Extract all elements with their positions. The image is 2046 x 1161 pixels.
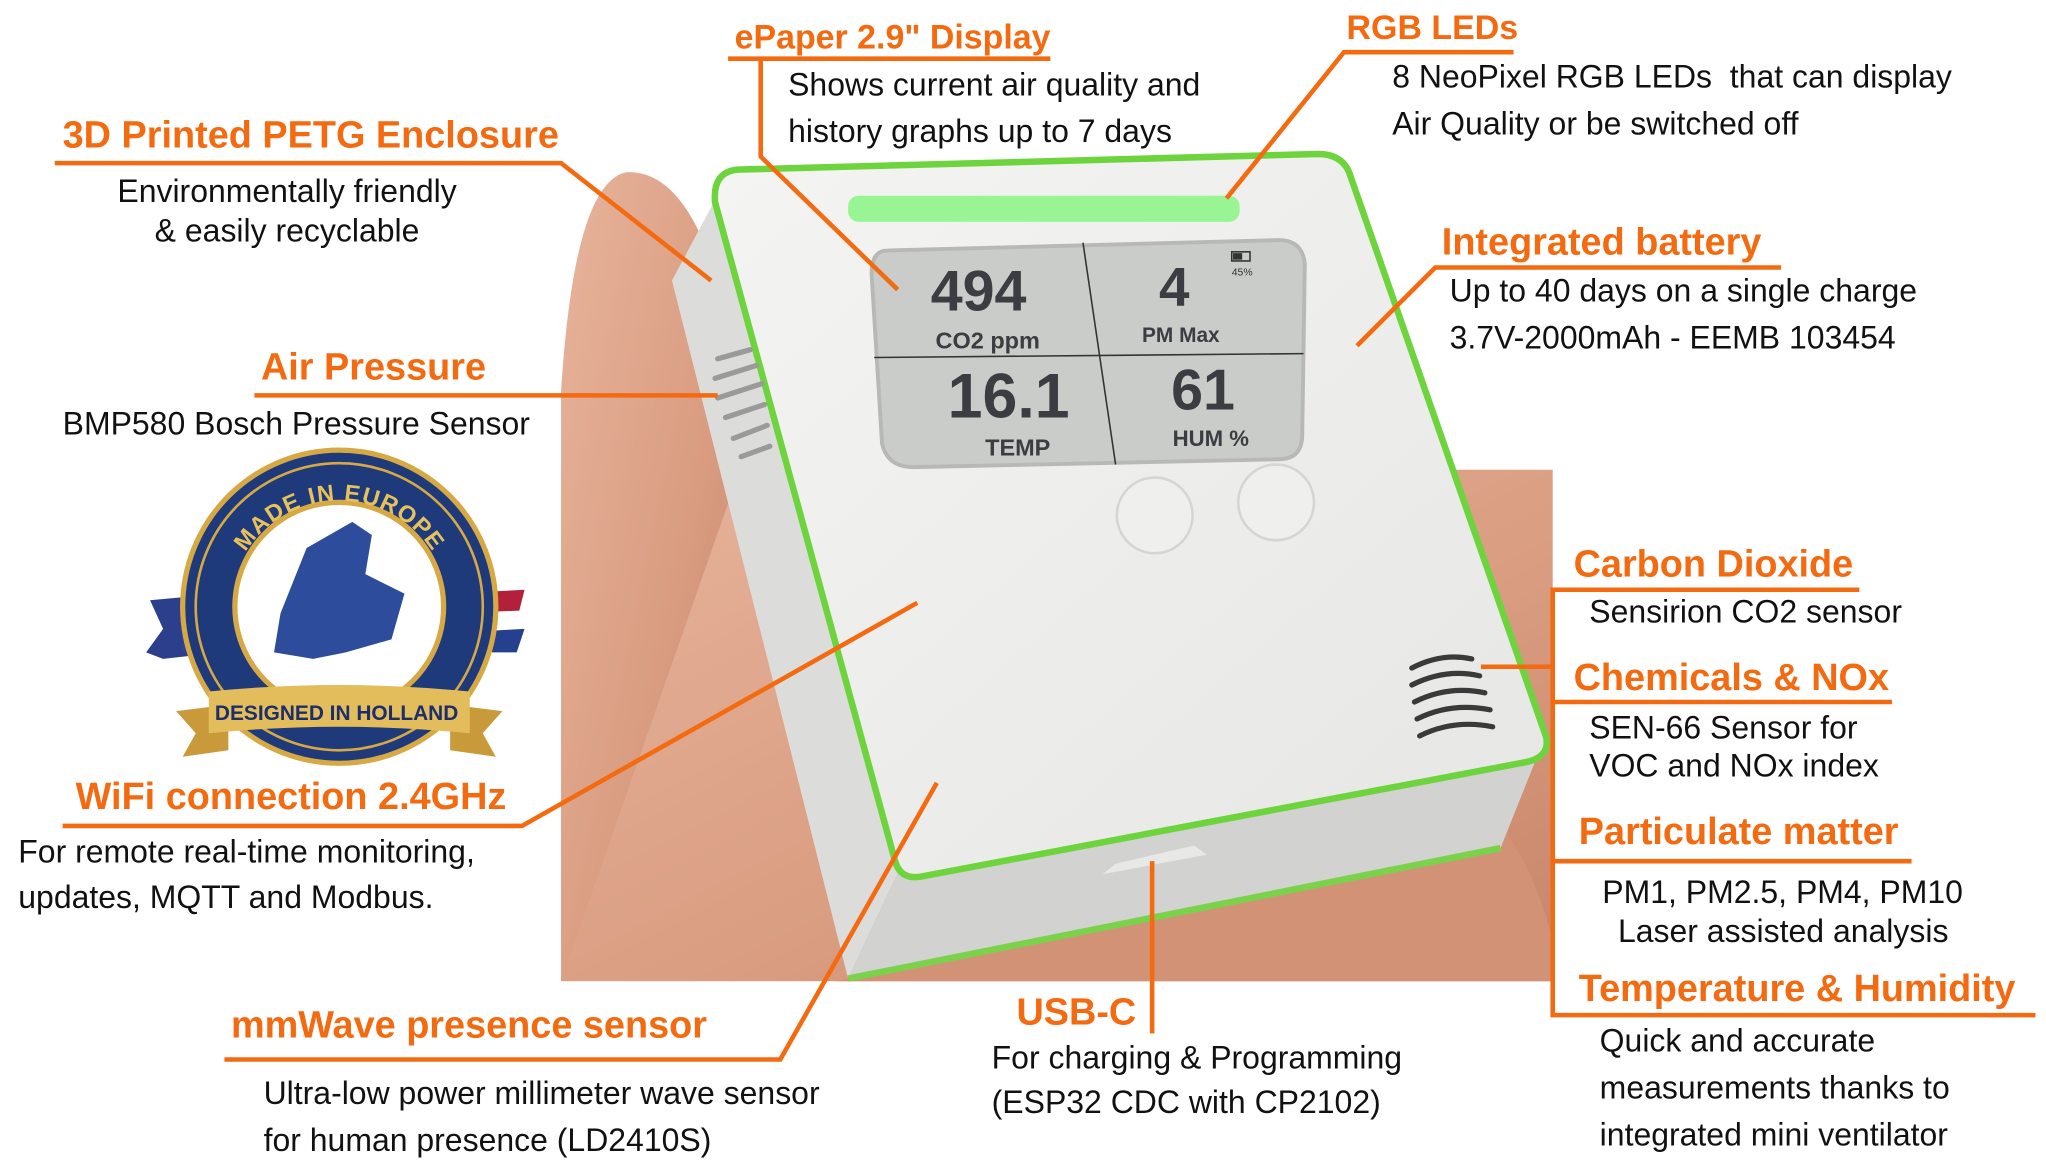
badge-ribbon-text: DESIGNED IN HOLLAND (215, 702, 458, 725)
hum-value: 61 (1171, 359, 1235, 423)
usb-c-port (1102, 845, 1207, 875)
hum-label: HUM % (1173, 426, 1250, 451)
rgb-led-bar (848, 195, 1240, 222)
europe-map (274, 521, 405, 659)
epaper-desc-1: Shows current air quality and (788, 67, 1201, 104)
temphum-desc-3: integrated mini ventilator (1599, 1118, 1948, 1154)
enclosure-desc-1: Environmentally friendly (117, 174, 457, 211)
button-left (1115, 476, 1194, 555)
epaper-title: ePaper 2.9" Display (734, 16, 1051, 57)
mmwave-desc-2: for human presence (LD2410S) (263, 1123, 712, 1159)
pressure-title: Air Pressure (260, 347, 487, 389)
nox-desc-2: VOC and NOx index (1589, 748, 1879, 785)
temp-value: 16.1 (948, 362, 1070, 432)
epaper-display: 494 CO2 ppm 4 PM Max 16.1 TEMP 61 HUM % … (869, 238, 1307, 470)
pm-desc-2: Laser assisted analysis (1617, 914, 1949, 950)
battery-icon (1230, 251, 1251, 262)
temp-label: TEMP (985, 434, 1050, 460)
battery-percent: 45% (1232, 267, 1253, 278)
air-quality-device: 494 CO2 ppm 4 PM Max 16.1 TEMP 61 HUM % … (671, 150, 1550, 982)
wifi-desc-1: For remote real-time monitoring, (18, 835, 475, 871)
made-in-europe-badge: MADE IN EUROPE DESIGNED IN HOLLAND (146, 447, 528, 766)
enclosure-desc-2: & easily recyclable (154, 213, 420, 250)
mmwave-desc-1: Ultra-low power millimeter wave sensor (263, 1076, 820, 1112)
wifi-title: WiFi connection 2.4GHz (75, 776, 507, 819)
pm-value: 4 (1159, 255, 1190, 317)
pm-title: Particulate matter (1578, 811, 1899, 854)
left-vent (712, 347, 773, 460)
battery-desc-2: 3.7V-2000mAh - EEMB 103454 (1449, 320, 1896, 357)
epaper-desc-2: history graphs up to 7 days (788, 114, 1172, 151)
temphum-desc-1: Quick and accurate (1599, 1024, 1876, 1060)
temphum-title: Temperature & Humidity (1578, 968, 2016, 1010)
button-right (1236, 463, 1316, 542)
right-vent (1409, 654, 1496, 739)
enclosure-title: 3D Printed PETG Enclosure (62, 114, 559, 157)
co2-desc: Sensirion CO2 sensor (1589, 594, 1902, 631)
battery-desc-1: Up to 40 days on a single charge (1449, 274, 1918, 310)
co2-label: CO2 ppm (936, 327, 1040, 353)
leds-desc-1: 8 NeoPixel RGB LEDs that can display (1392, 60, 1952, 96)
battery-title: Integrated battery (1441, 221, 1762, 264)
usbc-desc-1: For charging & Programming (991, 1041, 1403, 1077)
usbc-desc-2: (ESP32 CDC with CP2102) (991, 1085, 1381, 1121)
mmwave-title: mmWave presence sensor (230, 1004, 707, 1047)
temphum-desc-2: measurements thanks to (1599, 1071, 1950, 1107)
nox-desc-1: SEN-66 Sensor for (1589, 711, 1858, 747)
wifi-desc-2: updates, MQTT and Modbus. (18, 880, 434, 916)
pm-desc-1: PM1, PM2.5, PM4, PM10 (1602, 875, 1963, 911)
pressure-desc: BMP580 Bosch Pressure Sensor (62, 407, 530, 443)
leds-desc-2: Air Quality or be switched off (1392, 106, 1799, 143)
co2-title: Carbon Dioxide (1573, 544, 1854, 586)
leds-title: RGB LEDs (1346, 7, 1519, 47)
usbc-title: USB-C (1016, 991, 1137, 1034)
pm-label: PM Max (1142, 324, 1220, 347)
leader-lines (54, 49, 2036, 1062)
co2-value: 494 (931, 260, 1027, 324)
nox-title: Chemicals & NOx (1573, 657, 1890, 700)
